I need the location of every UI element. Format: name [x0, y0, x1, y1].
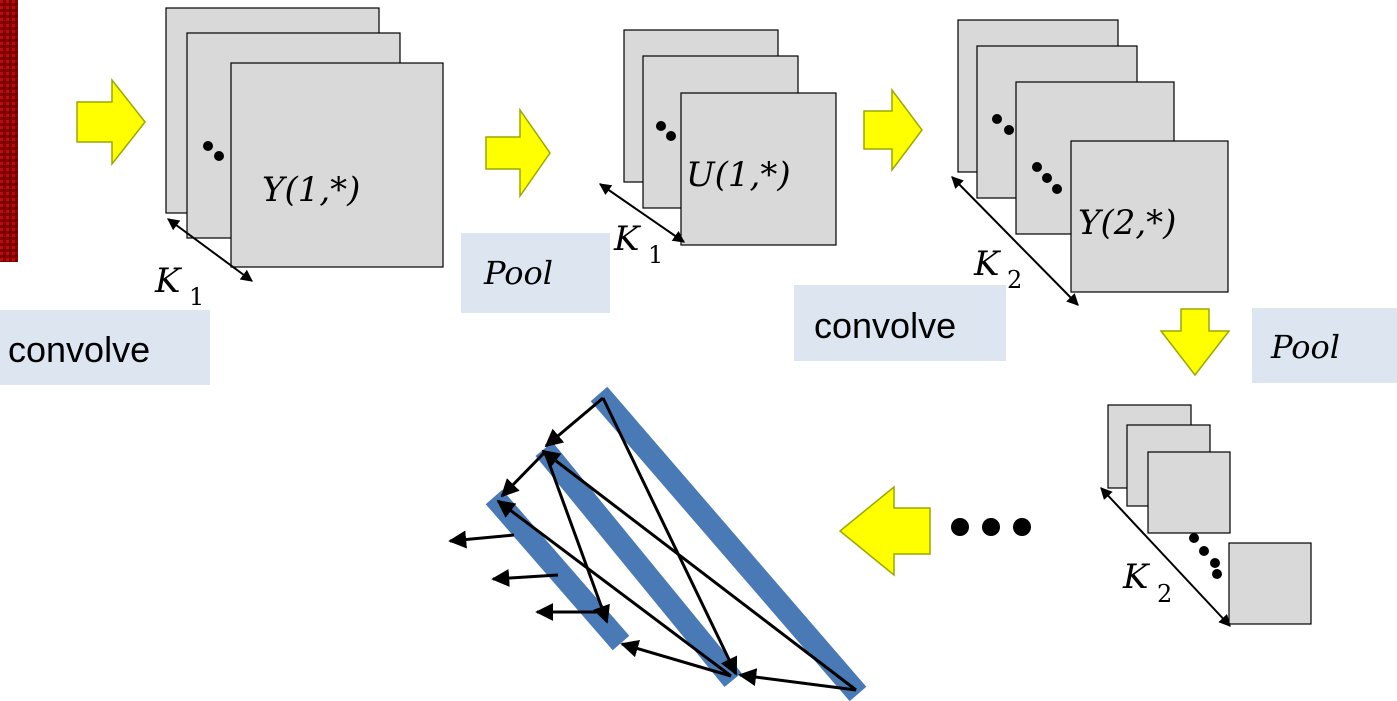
- network-connection: [500, 450, 547, 498]
- network-connection: [620, 639, 732, 678]
- network-connection: [543, 451, 610, 624]
- ellipsis-dot: [1013, 518, 1031, 536]
- network-layer-bar: [590, 386, 867, 701]
- flow-arrow-left: [838, 485, 931, 577]
- convolve-box: [794, 285, 1006, 361]
- ellipsis-dot: [992, 114, 1002, 124]
- feature-map: [1070, 140, 1229, 293]
- depth-arrow-k1: [599, 183, 685, 243]
- depth-arrow-k1: [167, 218, 253, 282]
- flow-arrow-right: [863, 87, 923, 173]
- ellipsis-dot: [656, 121, 666, 131]
- pool-label: Pool: [1270, 328, 1340, 366]
- convolve-box: [0, 310, 210, 385]
- ellipsis-dot: [1032, 162, 1042, 172]
- feature-map: [680, 92, 837, 246]
- pool-box: [461, 233, 610, 313]
- network-connection: [541, 449, 857, 692]
- ellipsis-dot: [1199, 546, 1209, 556]
- map-label-u1: U(1,*): [686, 155, 791, 195]
- feature-map: [1228, 542, 1312, 625]
- network-output: [448, 530, 515, 549]
- map-label-y2: Y(2,*): [1078, 203, 1176, 243]
- ellipsis-dot: [982, 518, 1000, 536]
- network-output: [491, 569, 559, 587]
- flow-arrow-right: [485, 107, 551, 199]
- ellipsis-dot: [214, 151, 224, 161]
- ellipsis-dot: [1212, 569, 1222, 579]
- feature-map: [1147, 451, 1231, 534]
- k1-subscript: 1: [648, 241, 663, 269]
- ellipsis-dot: [1189, 533, 1199, 543]
- feature-map: [230, 62, 444, 268]
- ellipsis-dot: [666, 131, 676, 141]
- convolve-label: convolve: [8, 329, 150, 370]
- ellipsis-dot: [951, 518, 969, 536]
- depth-arrow-k2: [951, 176, 1079, 306]
- ellipsis-dot: [1052, 184, 1062, 194]
- depth-arrow-k2: [1100, 487, 1231, 627]
- feature-maps-u1: U(1,*): [623, 29, 837, 246]
- pool-label: Pool: [483, 254, 553, 292]
- ellipsis-dot: [1042, 173, 1052, 183]
- k2-subscript: 2: [1007, 266, 1022, 294]
- k2-label: K: [1122, 557, 1151, 597]
- ellipsis-dot: [1004, 125, 1014, 135]
- map-label-y1: Y(1,*): [262, 170, 360, 210]
- flow-arrow-right: [76, 77, 146, 167]
- ellipsis-dot: [1210, 558, 1220, 568]
- fully-connected-network: [448, 386, 867, 701]
- network-connection: [544, 396, 604, 448]
- ellipsis-dot: [203, 141, 213, 151]
- convolve-label: convolve: [814, 305, 956, 346]
- k2-subscript: 2: [1157, 580, 1172, 608]
- k2-label: K: [973, 244, 1002, 284]
- network-connection: [738, 668, 857, 692]
- flow-arrow-down: [1159, 308, 1231, 377]
- input-image: [0, 0, 18, 262]
- feature-maps-y1: Y(1,*): [165, 7, 444, 268]
- network-layer-bar: [535, 442, 742, 687]
- network-connection: [496, 499, 732, 678]
- network-connection: [601, 397, 738, 676]
- k1-label: K: [613, 219, 642, 259]
- feature-maps-y2: Y(2,*): [957, 19, 1229, 293]
- pool-box: [1252, 308, 1397, 383]
- k1-subscript: 1: [189, 283, 204, 311]
- k1-label: K: [154, 261, 183, 301]
